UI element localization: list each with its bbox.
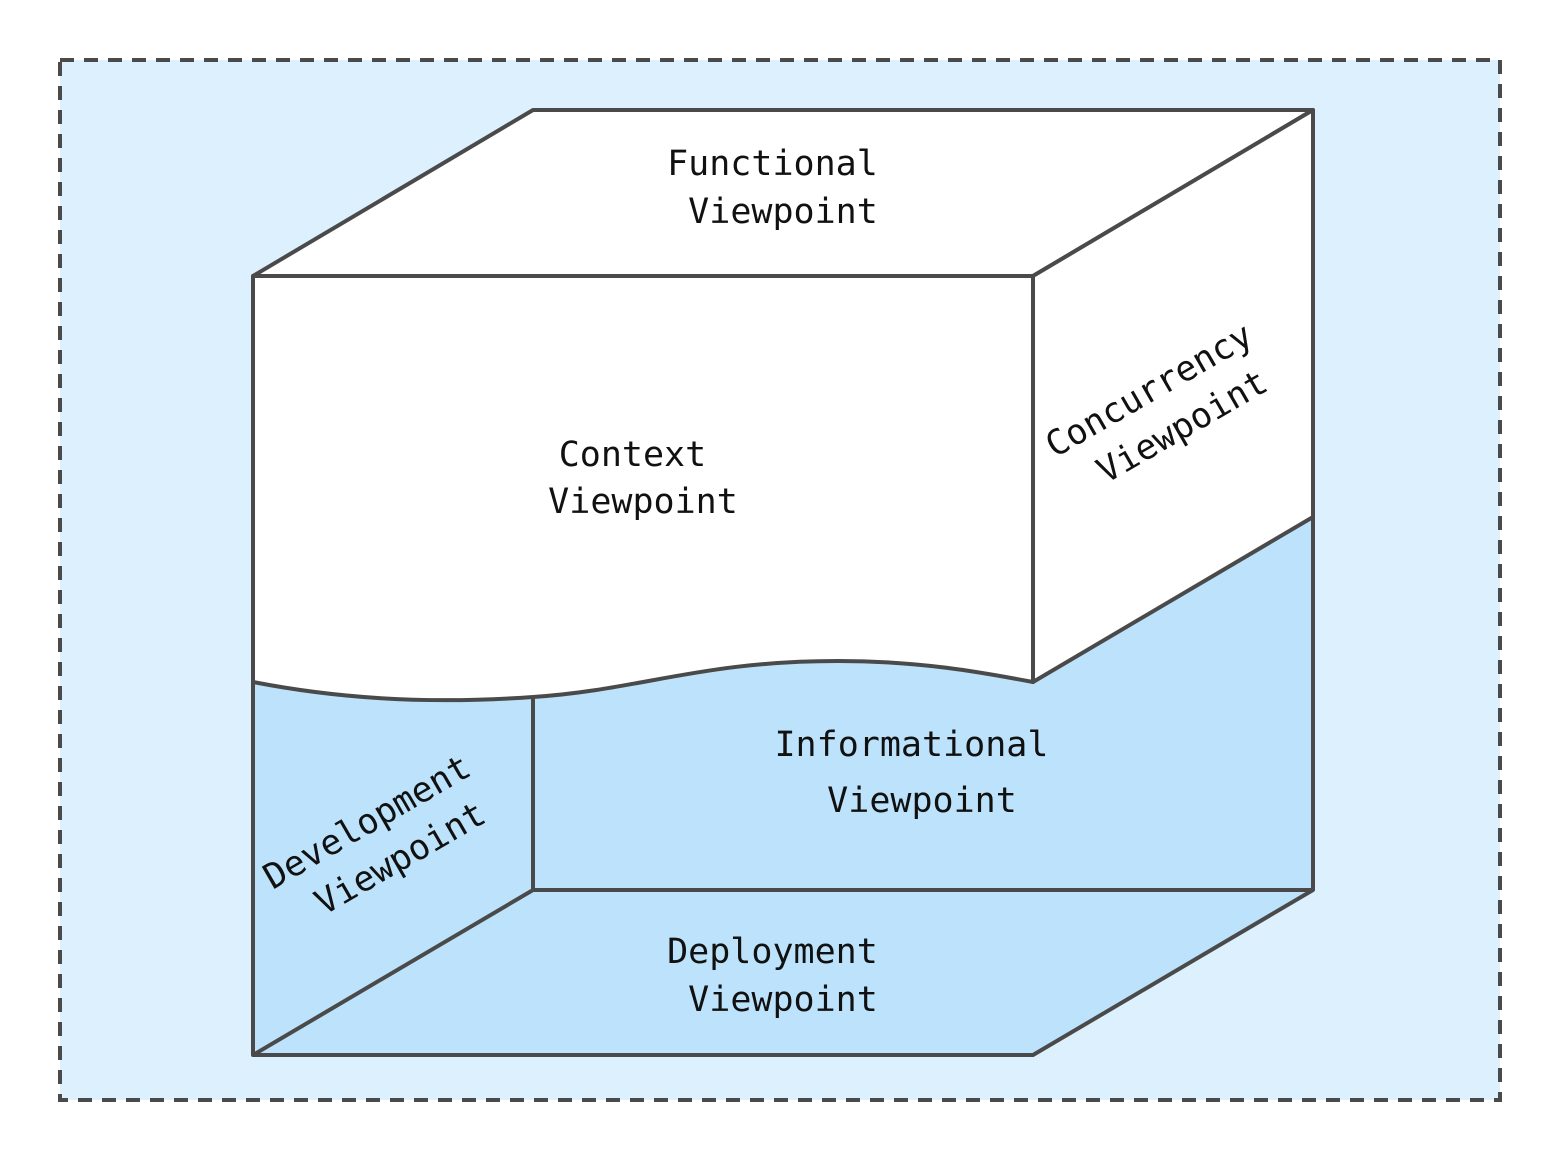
context-label: Context Viewpoint: [548, 435, 738, 522]
informational-face: [533, 517, 1313, 890]
development-face: [253, 682, 533, 1055]
deployment-label-line2: Viewpoint: [688, 980, 878, 1020]
informational-label: Informational Viewpoint: [774, 725, 1069, 821]
functional-label: Functional Viewpoint: [667, 144, 899, 232]
functional-label-line2: Viewpoint: [688, 192, 878, 232]
context-face: [251, 274, 1035, 703]
deployment-label-line1: Deployment: [667, 932, 878, 972]
deployment-label: Deployment Viewpoint: [667, 932, 899, 1020]
informational-label-line1: Informational: [774, 725, 1048, 765]
functional-label-line1: Functional: [667, 144, 878, 184]
informational-label-line2: Viewpoint: [827, 781, 1017, 821]
context-label-line1: Context: [559, 435, 707, 475]
context-label-line2: Viewpoint: [548, 482, 738, 522]
